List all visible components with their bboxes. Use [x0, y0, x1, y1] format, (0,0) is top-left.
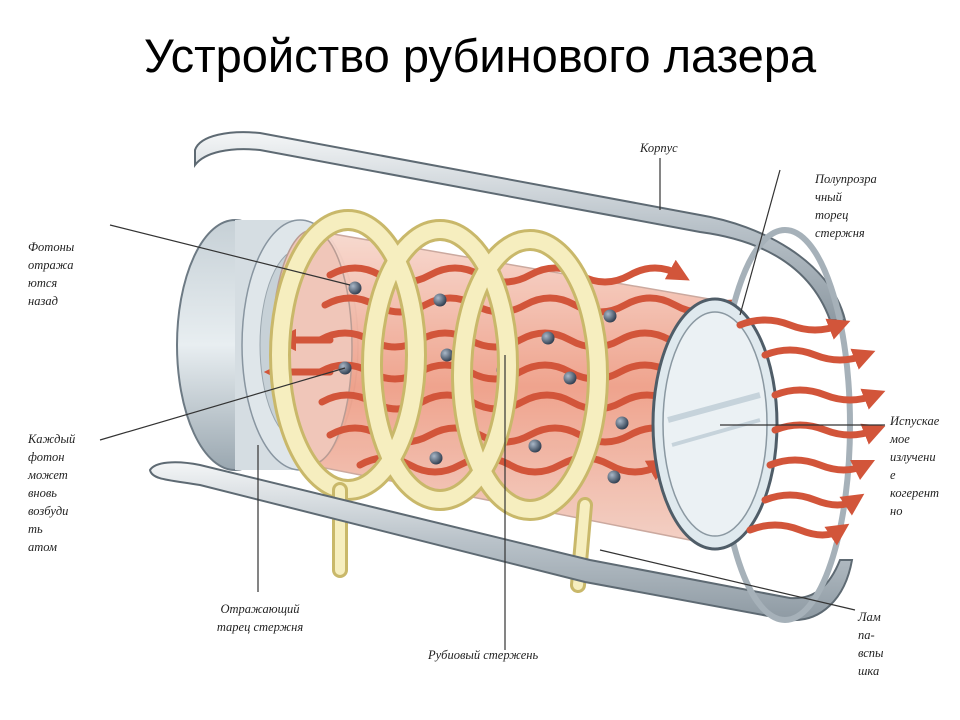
- atom: [607, 470, 621, 484]
- label-reflecting-end: Отражающий тарец стержня: [216, 602, 304, 634]
- leader-lines: [99, 158, 885, 650]
- atom: [615, 416, 629, 430]
- emitted-light-arrows: [736, 316, 886, 546]
- label-photons-reflected: Фотоны отража ются назад: [28, 240, 75, 308]
- atom: [541, 331, 555, 345]
- atom: [433, 293, 447, 307]
- label-housing: Корпус: [640, 141, 678, 155]
- atom: [348, 281, 362, 295]
- slide-title: Устройство рубинового лазера: [143, 29, 817, 82]
- front-semi-transparent-end: [651, 227, 853, 623]
- label-flash-lamp: Лам па- вспы шка: [858, 610, 884, 678]
- atom: [563, 371, 577, 385]
- atom: [603, 309, 617, 323]
- flash-lamp-coil: [269, 209, 609, 593]
- label-each-photon: Каждый фотон может вновь возбуди ть атом: [28, 432, 76, 554]
- housing-bottom-shell: [148, 461, 854, 622]
- atom: [528, 439, 542, 453]
- label-semi-transparent-end: Полупрозра чный торец стержня: [815, 172, 877, 240]
- atom: [440, 348, 454, 362]
- label-emission-coherent: Испускае мое излучени е когерент но: [890, 414, 940, 518]
- atom: [429, 451, 443, 465]
- label-ruby-rod: Рубиовый стержень: [428, 648, 539, 662]
